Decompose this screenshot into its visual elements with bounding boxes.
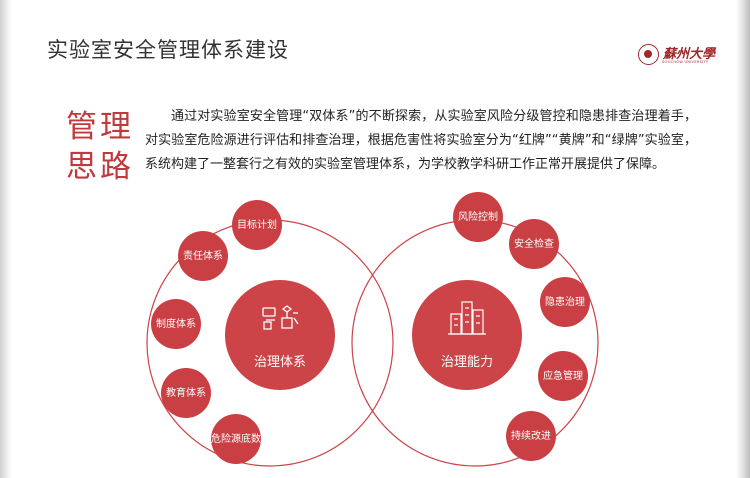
svg-text:安全检查: 安全检查 xyxy=(514,237,554,250)
svg-text:目标计划: 目标计划 xyxy=(237,218,277,231)
right-center-label: 治理能力 xyxy=(441,355,493,370)
svg-text:隐患治理: 隐患治理 xyxy=(545,295,585,308)
right-center-circle: 治理能力 xyxy=(412,280,522,390)
svg-text:持续改进: 持续改进 xyxy=(511,429,551,442)
side-title-line2: 思路 xyxy=(66,149,134,185)
side-title-line1: 管理 xyxy=(66,109,134,145)
svg-text:风险控制: 风险控制 xyxy=(458,210,498,223)
right-node-2: 安全检查 xyxy=(509,219,559,269)
svg-text:责任体系: 责任体系 xyxy=(183,249,223,262)
left-center-label: 治理体系 xyxy=(254,355,306,370)
logo-wordmark: 蘇州大學 xyxy=(663,47,716,62)
university-logo: 蘇州大學 SOOCHOW UNIVERSITY xyxy=(638,44,715,68)
left-node-4: 教育体系 xyxy=(161,368,211,418)
right-node-1: 风险控制 xyxy=(453,192,503,242)
left-node-3: 制度体系 xyxy=(151,299,201,349)
right-node-4: 应急管理 xyxy=(538,351,588,401)
governance-system-icon xyxy=(262,305,299,330)
svg-text:教育体系: 教育体系 xyxy=(166,386,206,399)
left-center-circle: 治理体系 xyxy=(225,280,335,390)
intro-paragraph: 通过对实验室安全管理“双体系”的不断探索，从实验室风险分级管控和隐患排查治理着手… xyxy=(145,109,697,172)
left-node-1: 目标计划 xyxy=(232,200,282,250)
left-node-5: 危险源底数 xyxy=(211,414,261,464)
svg-text:制度体系: 制度体系 xyxy=(156,317,196,330)
right-node-3: 隐患治理 xyxy=(540,277,590,327)
left-node-2: 责任体系 xyxy=(178,231,228,281)
buildings-icon xyxy=(448,301,486,335)
logo-subtitle: SOOCHOW UNIVERSITY xyxy=(662,60,709,64)
svg-text:应急管理: 应急管理 xyxy=(543,369,583,382)
slide-title: 实验室安全管理体系建设 xyxy=(47,38,289,62)
right-node-5: 持续改进 xyxy=(506,411,556,461)
svg-text:危险源底数: 危险源底数 xyxy=(211,432,261,445)
seal-icon xyxy=(638,44,659,65)
